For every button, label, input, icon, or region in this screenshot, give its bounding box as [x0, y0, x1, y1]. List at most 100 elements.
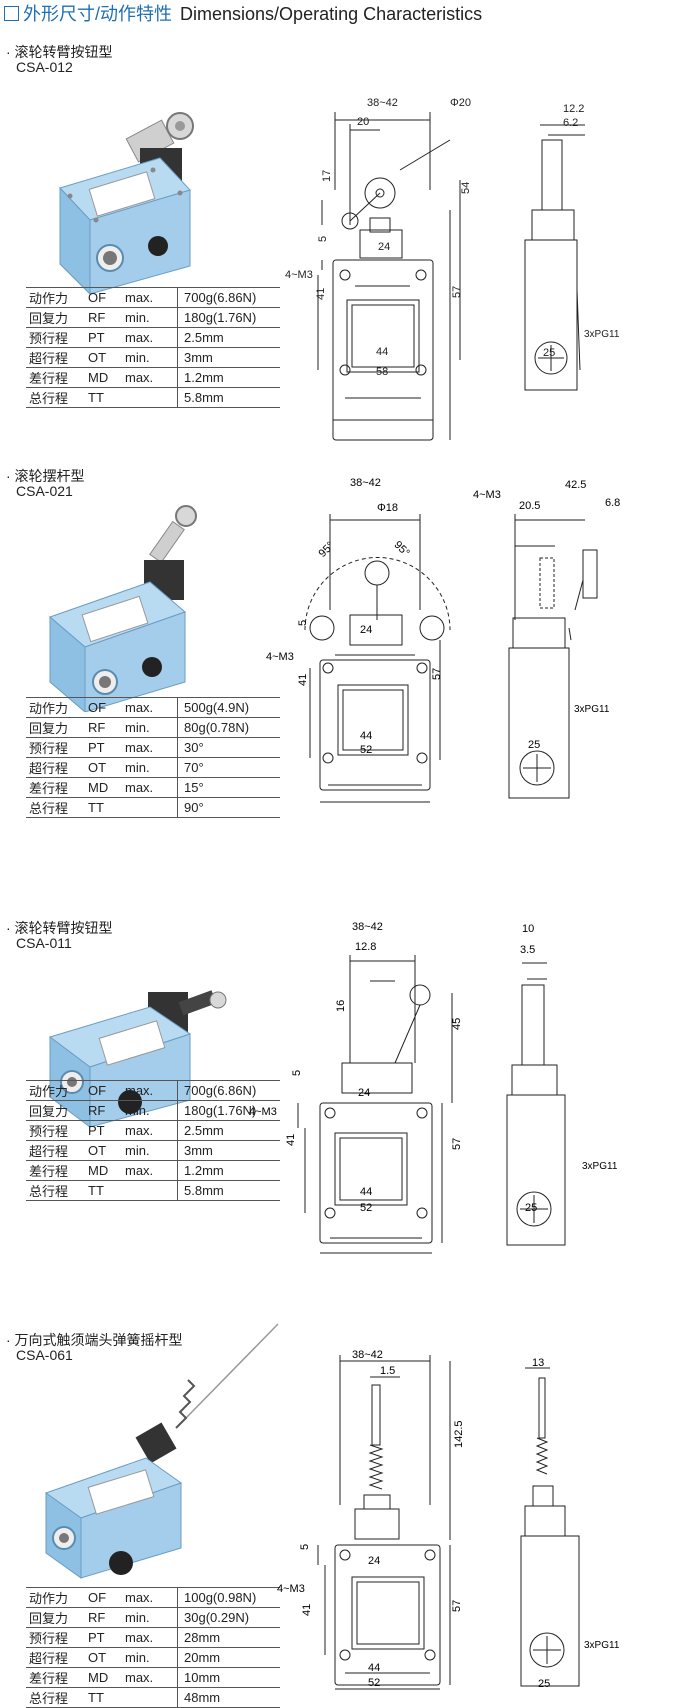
spec-symbol: RF — [85, 717, 122, 738]
dim-label: 41 — [301, 1604, 313, 1616]
dim-label: 58 — [376, 366, 388, 378]
spec-name: 差行程 — [26, 1160, 85, 1181]
spec-symbol: PT — [85, 737, 122, 758]
spec-name: 超行程 — [26, 1647, 85, 1668]
dim-label: 38~42 — [367, 97, 398, 109]
dim-label: Φ18 — [377, 502, 398, 514]
spec-condition: max. — [122, 1627, 178, 1648]
dim-label: 6.2 — [563, 117, 578, 129]
spec-name: 预行程 — [26, 1120, 85, 1141]
spec-value: 80g(0.78N) — [177, 717, 280, 738]
spec-condition: max. — [122, 777, 178, 798]
spec-symbol: OF — [85, 1080, 122, 1101]
spec-condition: max. — [122, 697, 178, 718]
dim-label: 1.5 — [380, 1365, 395, 1377]
dim-label: 142.5 — [453, 1420, 465, 1448]
dim-label: 6.8 — [605, 497, 620, 509]
spec-condition: max. — [122, 737, 178, 758]
spec-symbol: RF — [85, 1607, 122, 1628]
spec-value: 180g(1.76N) — [177, 1100, 280, 1121]
spec-symbol: PT — [85, 327, 122, 348]
dim-label: 38~42 — [352, 921, 383, 933]
side-view-drawing — [520, 1367, 580, 1687]
dim-label: 3.5 — [520, 944, 535, 956]
dim-label: 44 — [376, 346, 388, 358]
dim-label: 45 — [451, 1018, 463, 1030]
dim-label: 24 — [368, 1555, 380, 1567]
spec-condition: max. — [122, 1587, 178, 1608]
spec-name: 总行程 — [26, 1180, 85, 1201]
spec-name: 差行程 — [26, 1667, 85, 1688]
spec-symbol: PT — [85, 1627, 122, 1648]
spec-value: 28mm — [177, 1627, 280, 1648]
product-model: CSA-012 — [16, 59, 73, 75]
spec-symbol: MD — [85, 367, 122, 388]
spec-symbol: RF — [85, 307, 122, 328]
dim-label: 24 — [358, 1087, 370, 1099]
spec-symbol: OT — [85, 1140, 122, 1161]
side-view-drawing — [524, 124, 585, 391]
spec-value: 30° — [177, 737, 280, 758]
spec-value: 30g(0.29N) — [177, 1607, 280, 1628]
spec-symbol: TT — [85, 387, 122, 408]
spec-name: 动作力 — [26, 287, 85, 308]
spec-value: 3mm — [177, 347, 280, 368]
spec-symbol: OT — [85, 347, 122, 368]
spec-value: 180g(1.76N) — [177, 307, 280, 328]
spec-value: 100g(0.98N) — [177, 1587, 280, 1608]
spec-condition — [122, 1180, 178, 1201]
spec-name: 总行程 — [26, 1687, 85, 1708]
spec-symbol: RF — [85, 1100, 122, 1121]
spec-symbol: MD — [85, 1160, 122, 1181]
spec-condition: min. — [122, 717, 178, 738]
spec-name: 总行程 — [26, 797, 85, 818]
side-view-drawing — [508, 514, 598, 799]
dim-label: 12.8 — [355, 941, 376, 953]
spec-symbol: OF — [85, 1587, 122, 1608]
spec-value: 5.8mm — [177, 1180, 280, 1201]
dim-label: 24 — [360, 624, 372, 636]
product-model: CSA-011 — [16, 935, 72, 951]
dim-label: 41 — [315, 288, 327, 300]
dim-label: 44 — [360, 1186, 372, 1198]
spec-value: 700g(6.86N) — [177, 287, 280, 308]
dim-label: 57 — [451, 1138, 463, 1150]
dim-label: 3xPG11 — [584, 329, 620, 340]
spec-condition: max. — [122, 1080, 178, 1101]
spec-symbol: MD — [85, 777, 122, 798]
dim-label: 42.5 — [565, 479, 586, 491]
product-title: · 滚轮摆杆型 — [6, 468, 85, 484]
dim-label: 4~M3 — [277, 1583, 305, 1595]
product-title: · 万向式触须端头弹簧摇杆型 — [6, 1332, 183, 1348]
spec-name: 回复力 — [26, 717, 85, 738]
spec-name: 回复力 — [26, 1100, 85, 1121]
spec-name: 预行程 — [26, 737, 85, 758]
dim-label: 4~M3 — [266, 651, 294, 663]
spec-value: 2.5mm — [177, 327, 280, 348]
dim-label: 3xPG11 — [574, 704, 610, 715]
dim-label: 5 — [317, 236, 329, 242]
dim-label: 38~42 — [350, 477, 381, 489]
spec-value: 2.5mm — [177, 1120, 280, 1141]
dim-label: 95° — [317, 540, 337, 560]
dim-label: 52 — [368, 1677, 380, 1689]
spec-name: 预行程 — [26, 1627, 85, 1648]
spec-symbol: TT — [85, 797, 122, 818]
dim-label: 41 — [297, 674, 309, 686]
